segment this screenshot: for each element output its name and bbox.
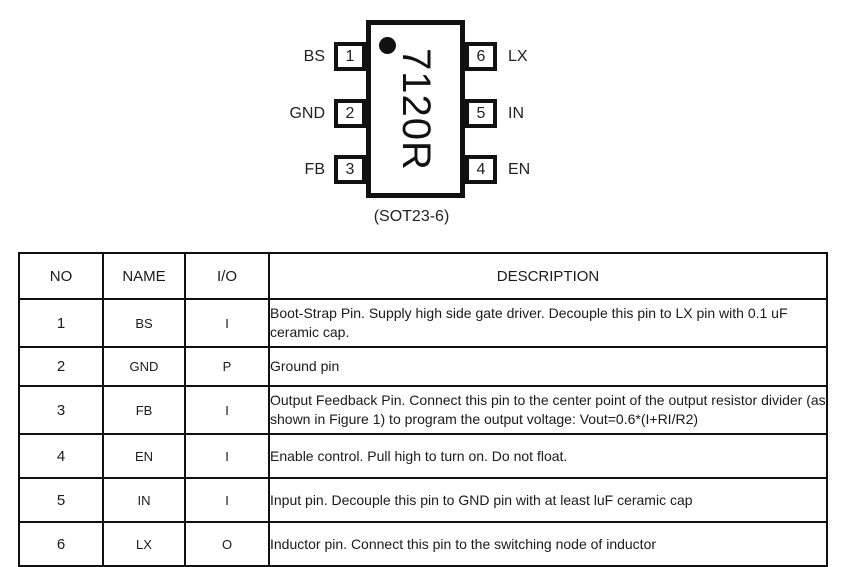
cell-name: EN [102, 433, 186, 479]
pin-box-5: 5 [465, 99, 497, 128]
pin-label-fb: FB [304, 161, 325, 178]
cell-io: O [184, 521, 270, 567]
cell-name: BS [102, 298, 186, 348]
cell-name: GND [102, 346, 186, 387]
cell-io: I [184, 298, 270, 348]
pin-label-gnd: GND [289, 105, 325, 122]
cell-name: FB [102, 385, 186, 435]
cell-io: I [184, 433, 270, 479]
column-header-description: DESCRIPTION [268, 252, 828, 300]
table-row: 3 FB I Output Feedback Pin. Connect this… [18, 385, 828, 435]
cell-no: 2 [18, 346, 104, 387]
pin-description-table: NO NAME I/O DESCRIPTION 1 BS I Boot-Stra… [18, 252, 828, 567]
cell-no: 5 [18, 477, 104, 523]
cell-no: 4 [18, 433, 104, 479]
column-header-io: I/O [184, 252, 270, 300]
cell-description: Enable control. Pull high to turn on. Do… [268, 433, 828, 479]
cell-no: 6 [18, 521, 104, 567]
pin-label-bs: BS [303, 48, 325, 65]
cell-io: I [184, 477, 270, 523]
cell-no: 3 [18, 385, 104, 435]
pin-box-6: 6 [465, 42, 497, 71]
cell-description: Inductor pin. Connect this pin to the sw… [268, 521, 828, 567]
package-pinout-diagram: 7120R BS 1 GND 2 FB 3 6 LX 5 IN 4 EN (SO… [0, 0, 841, 240]
pin-box-1: 1 [334, 42, 366, 71]
table-row: 1 BS I Boot-Strap Pin. Supply high side … [18, 298, 828, 348]
cell-description: Ground pin [268, 346, 828, 387]
package-caption-text: (SOT23-6) [373, 208, 450, 225]
pin-box-3: 3 [334, 155, 366, 184]
pin1-indicator-dot [379, 37, 396, 54]
table-header-row: NO NAME I/O DESCRIPTION [18, 252, 828, 300]
pin-label-en: EN [508, 161, 531, 178]
table-row: 6 LX O Inductor pin. Connect this pin to… [18, 521, 828, 567]
cell-name: IN [102, 477, 186, 523]
package-caption: (SOT23-6) [0, 208, 841, 226]
pin-label-in: IN [508, 105, 524, 122]
cell-io: I [184, 385, 270, 435]
column-header-name: NAME [102, 252, 186, 300]
cell-name: LX [102, 521, 186, 567]
pin-box-4: 4 [465, 155, 497, 184]
cell-description: Input pin. Decouple this pin to GND pin … [268, 477, 828, 523]
pin-box-2: 2 [334, 99, 366, 128]
cell-io: P [184, 346, 270, 387]
pin-label-lx: LX [508, 48, 528, 65]
table-row: 4 EN I Enable control. Pull high to turn… [18, 433, 828, 479]
cell-description: Output Feedback Pin. Connect this pin to… [268, 385, 828, 435]
table-row: 5 IN I Input pin. Decouple this pin to G… [18, 477, 828, 523]
cell-description: Boot-Strap Pin. Supply high side gate dr… [268, 298, 828, 348]
column-header-no: NO [18, 252, 104, 300]
cell-no: 1 [18, 298, 104, 348]
table-row: 2 GND P Ground pin [18, 346, 828, 387]
